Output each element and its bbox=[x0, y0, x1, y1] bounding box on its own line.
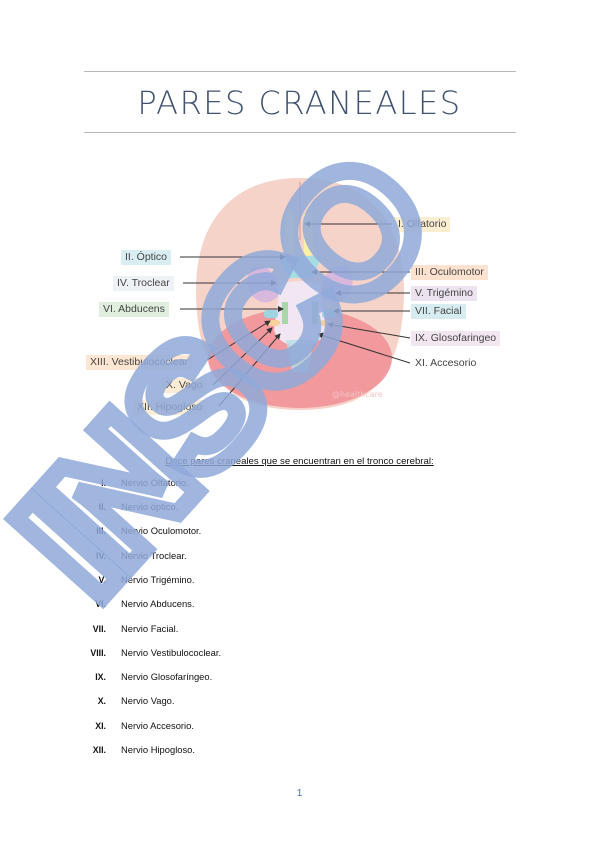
leader-hipogloso bbox=[218, 333, 281, 407]
list-item-number: I. bbox=[101, 478, 106, 488]
list-item-text: Nervio Abducens. bbox=[121, 598, 195, 609]
label-facial: VII. Facial bbox=[411, 304, 466, 319]
olfactory-tract-left bbox=[285, 212, 294, 256]
label-trigemino: V. Trigémino bbox=[411, 286, 477, 301]
list-item-text: Nervio Accesorio. bbox=[121, 720, 194, 731]
list-item: I. Nervio Olfatorio. bbox=[0, 476, 599, 490]
list-item-text: Nervio Olfatorio. bbox=[121, 477, 189, 488]
bottom-rule bbox=[84, 132, 516, 133]
list-item: IX. Nervio Glosofaríngeo. bbox=[0, 670, 599, 684]
leader-vestibulococlear bbox=[206, 320, 271, 361]
olfactory-tract-right bbox=[304, 212, 313, 256]
diagram-watermark-credit: @healthcare bbox=[332, 390, 383, 399]
list-heading: Doce pares craneales que se encuentran e… bbox=[165, 456, 434, 467]
list-item: X. Nervio Vago. bbox=[0, 694, 599, 708]
leader-accesorio bbox=[317, 332, 411, 364]
list-item: XII. Nervio Hipogloso. bbox=[0, 743, 599, 757]
page-title: PARES CRANEALES bbox=[137, 84, 462, 122]
leader-glosofaringeo bbox=[327, 321, 411, 339]
label-glosofaringeo: IX. Glosofaringeo bbox=[411, 331, 501, 346]
nerve-vii-right bbox=[322, 310, 336, 318]
list-item-text: Nervio Vago. bbox=[121, 695, 175, 706]
list-item: XI. Nervio Accesorio. bbox=[0, 719, 599, 733]
list-item-text: Nervio Oculomotor. bbox=[121, 525, 202, 536]
list-item-text: Nervio Hipogloso. bbox=[121, 744, 195, 755]
list-item-text: Nervio óptico. bbox=[121, 501, 179, 512]
brainstem bbox=[274, 281, 326, 347]
nerve-vii-left bbox=[264, 310, 278, 318]
label-oculomotor: III. Oculomotor bbox=[411, 265, 488, 280]
list-item-number: X. bbox=[97, 696, 106, 706]
label-abducens: VI. Abducens bbox=[99, 302, 169, 317]
leader-vago bbox=[212, 327, 273, 386]
list-item-text: Nervio Trigémino. bbox=[121, 574, 195, 585]
list-item-number: VIII. bbox=[90, 648, 106, 658]
nerve-v-left bbox=[268, 320, 280, 326]
label-troclear: IV. Troclear bbox=[113, 276, 174, 291]
page-number: 1 bbox=[296, 788, 303, 799]
list-item: V. Nervio Trigémino. bbox=[0, 573, 599, 587]
label-vestibulococlear: XIII. Vestibulococlear bbox=[86, 355, 193, 370]
list-item: IV. Nervio Troclear. bbox=[0, 549, 599, 563]
list-item-text: Nervio Vestibulococlear. bbox=[121, 647, 222, 658]
nerve-vi-right bbox=[312, 302, 318, 324]
list-item: II. Nervio óptico. bbox=[0, 500, 599, 514]
spinal-cord bbox=[286, 340, 314, 372]
list-item-text: Nervio Glosofaríngeo. bbox=[121, 671, 213, 682]
list-item: VI. Nervio Abducens. bbox=[0, 597, 599, 611]
list-item-number: VI. bbox=[95, 599, 106, 609]
list-item-text: Nervio Facial. bbox=[121, 623, 179, 634]
list-item-number: IX. bbox=[95, 672, 106, 682]
list-item-number: XII. bbox=[92, 745, 106, 755]
label-accesorio: XI. Accesorio bbox=[411, 356, 481, 371]
temporal-lobe-left bbox=[247, 266, 279, 303]
top-rule bbox=[84, 71, 516, 72]
list-item: VII. Nervio Facial. bbox=[0, 622, 599, 636]
list-item-number: VII. bbox=[92, 624, 106, 634]
list-item-text: Nervio Troclear. bbox=[121, 550, 187, 561]
label-hipogloso: XII. Hipogloso bbox=[133, 400, 207, 415]
list-item: VIII. Nervio Vestibulococlear. bbox=[0, 646, 599, 660]
list-item-number: II. bbox=[98, 502, 106, 512]
label-vago: X. Vago bbox=[162, 378, 207, 393]
label-olfatorio: I. Olfatorio bbox=[394, 217, 451, 232]
list-item-number: IV. bbox=[96, 551, 106, 561]
list-item-number: III. bbox=[96, 526, 106, 536]
list-item-number: XI. bbox=[95, 721, 106, 731]
label-optico: II. Óptico bbox=[121, 250, 172, 265]
nerve-v-right bbox=[320, 320, 332, 326]
list-item: III. Nervio Oculomotor. bbox=[0, 524, 599, 538]
list-item-number: V. bbox=[98, 575, 106, 585]
nerve-vi-left bbox=[282, 302, 288, 324]
